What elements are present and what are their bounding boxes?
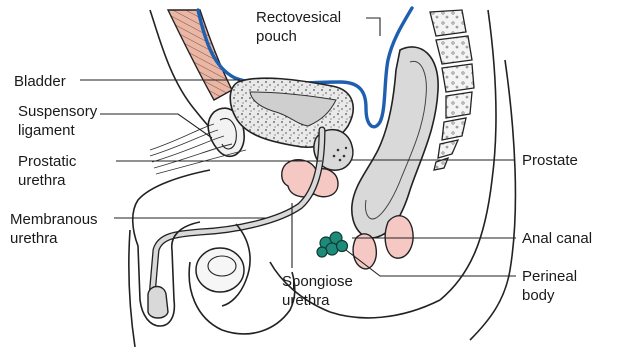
label-suspensory-ligament: Suspensory ligament: [18, 103, 101, 139]
label-prostate: Prostate: [522, 152, 578, 169]
label-membranous-urethra: Membranous urethra: [10, 211, 102, 247]
label-bladder: Bladder: [14, 73, 66, 90]
testis: [196, 248, 244, 292]
glans: [148, 287, 168, 319]
perineal-body: [317, 232, 348, 257]
label-perineal-body: Perineal body: [522, 268, 581, 304]
label-anal-canal: Anal canal: [522, 230, 592, 247]
label-prostatic-urethra: Prostatic urethra: [18, 153, 81, 189]
anal-canal: [385, 216, 413, 258]
label-rectovesical-pouch: Rectovesical pouch: [256, 9, 345, 45]
label-spongiose-urethra: Spongiose urethra: [282, 273, 357, 309]
